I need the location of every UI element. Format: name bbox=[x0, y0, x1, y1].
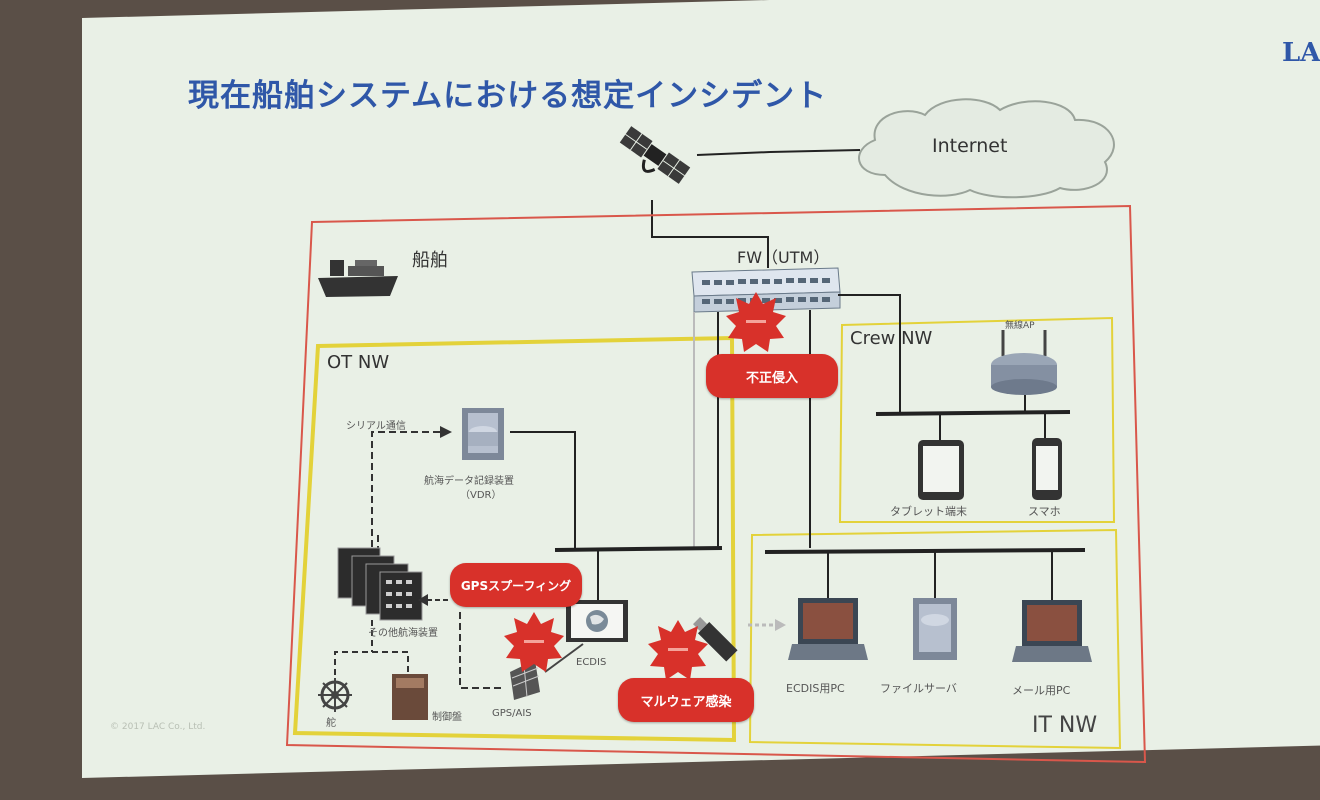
fw-label: FW（UTM） bbox=[737, 248, 830, 267]
file-server-icon bbox=[913, 598, 957, 660]
fw-appliance-icon bbox=[691, 267, 841, 313]
vdr-icon bbox=[462, 408, 504, 460]
incident-burst-ecdis-icon bbox=[504, 612, 564, 672]
incident-malware-tag: マルウェア感染 bbox=[618, 678, 754, 722]
incident-burst-usb-icon bbox=[648, 620, 708, 680]
internet-label: Internet bbox=[932, 135, 1008, 157]
ecdis-pc-label: ECDIS用PC bbox=[786, 682, 845, 695]
slide-title: 現在船舶システムにおける想定インシデント bbox=[188, 78, 828, 114]
mail-pc-icon bbox=[1012, 600, 1092, 662]
serial-label: シリアル通信 bbox=[346, 421, 406, 432]
vdr-label-line1: 航海データ記録装置 bbox=[424, 476, 514, 487]
ot-nw-zone bbox=[292, 335, 737, 743]
ecdis-monitor-icon bbox=[566, 600, 628, 642]
slide-footer: © 2017 LAC Co., Ltd. bbox=[110, 722, 206, 732]
ot-nw-label: OT NW bbox=[327, 352, 390, 373]
incident-gps-spoofing-tag: GPSスプーフィング bbox=[450, 563, 582, 607]
crew-nw-zone bbox=[838, 316, 1116, 523]
mail-pc-label: メール用PC bbox=[1012, 684, 1071, 697]
it-nw-label: IT NW bbox=[1032, 713, 1098, 738]
tablet-icon bbox=[918, 440, 964, 500]
engine-label: 制御盤 bbox=[432, 712, 462, 723]
incident-burst-fw-icon bbox=[726, 292, 786, 352]
crew-nw-label: Crew NW bbox=[850, 328, 933, 349]
vdr-label-line2: （VDR） bbox=[460, 490, 502, 501]
gps-antenna-icon bbox=[510, 660, 540, 700]
ship-label: 船舶 bbox=[412, 250, 448, 271]
ecdis-label: ECDIS bbox=[576, 657, 607, 668]
rudder-wheel-icon bbox=[318, 678, 352, 712]
company-logo: LA bbox=[1282, 38, 1320, 68]
file-server-label: ファイルサーバ bbox=[880, 682, 957, 695]
engine-panel-icon bbox=[392, 674, 428, 720]
nav-equipment-icon bbox=[337, 547, 423, 621]
ship-boundary bbox=[285, 204, 1147, 764]
wireless-ap-icon bbox=[991, 330, 1057, 395]
smartphone-label: スマホ bbox=[1028, 505, 1061, 518]
satellite-icon bbox=[619, 126, 691, 184]
internet-cloud-icon bbox=[858, 98, 1115, 199]
other-nav-label: その他航海装置 bbox=[368, 628, 438, 639]
incident-intrusion-tag: 不正侵入 bbox=[706, 354, 838, 398]
tablet-label: タブレット端末 bbox=[890, 505, 967, 518]
smartphone-icon bbox=[1032, 438, 1062, 500]
ecdis-pc-icon bbox=[788, 598, 868, 660]
wireless-ap-label: 無線AP bbox=[1005, 321, 1035, 331]
ship-icon bbox=[318, 260, 398, 297]
rudder-label: 舵 bbox=[326, 718, 336, 729]
gps-ais-label: GPS/AIS bbox=[492, 708, 532, 719]
it-nw-zone bbox=[748, 528, 1122, 750]
